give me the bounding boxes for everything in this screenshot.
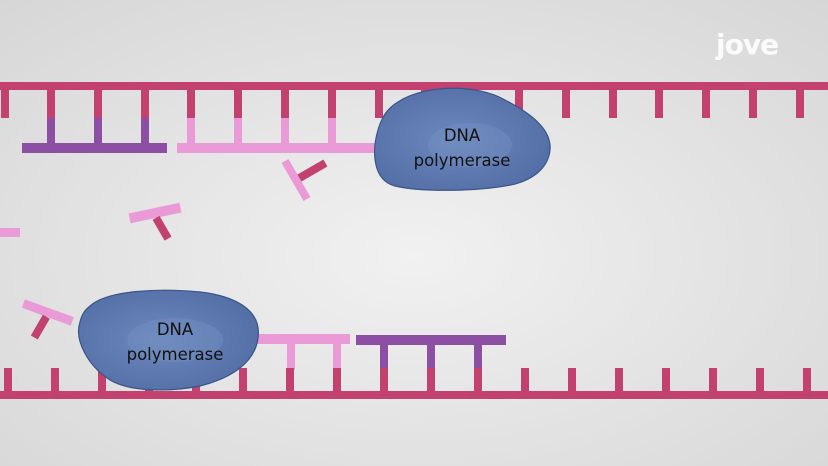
free-nucleotide: [281, 158, 328, 202]
polymerase-label-bottom-line1: DNA: [157, 320, 194, 339]
polymerase-blob-top: [374, 87, 551, 191]
bottom-backbone: [0, 391, 828, 399]
top-new-strand-dark: [22, 118, 167, 153]
bottom-new-strand-dark: [356, 335, 506, 370]
polymerase-label-bottom-line2: polymerase: [127, 345, 224, 364]
jove-logo: jove: [715, 28, 778, 61]
top-dark-backbone: [22, 143, 167, 153]
polymerase-label-top-line2: polymerase: [414, 151, 511, 170]
dna-polymerase-bottom: DNA polymerase: [78, 289, 259, 391]
top-new-strand-light: [177, 118, 392, 153]
polymerase-blob-bottom: [78, 289, 259, 391]
free-nucleotide: [0, 228, 20, 237]
bottom-dark-backbone: [356, 335, 506, 345]
top-light-backbone: [177, 143, 392, 153]
dna-polymerase-top: DNA polymerase: [374, 87, 551, 191]
top-backbone: [0, 82, 828, 90]
free-nucleotide: [21, 299, 74, 340]
bottom-new-strand-light: [242, 334, 350, 370]
bottom-light-backbone: [242, 334, 350, 344]
free-nucleotide: [128, 202, 182, 241]
polymerase-label-top-line1: DNA: [444, 126, 481, 145]
